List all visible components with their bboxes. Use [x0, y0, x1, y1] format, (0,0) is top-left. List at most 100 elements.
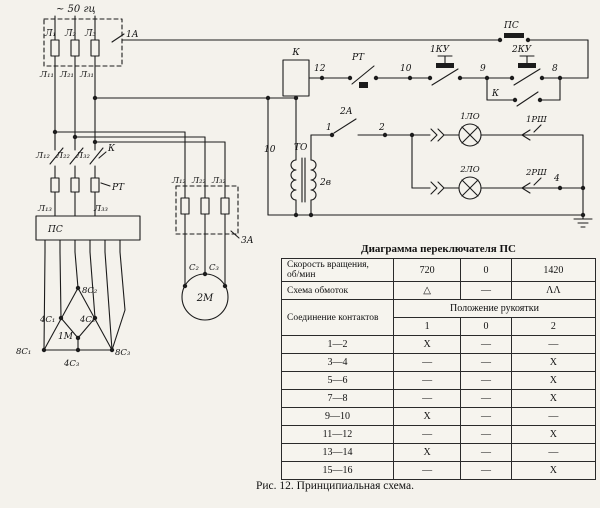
button-1ku-label: 1КУ [430, 45, 451, 55]
ground-symbol [573, 214, 593, 228]
handle-pos-2: 2 [510, 317, 597, 336]
node-2-label: 2 [378, 123, 385, 133]
m2-wire-1: Л₁₂ [171, 176, 187, 186]
m2-terminal-c2: С₂ [189, 263, 200, 273]
control-circuit [92, 33, 589, 216]
ps-contact-label: ПС [503, 21, 519, 31]
table-title: Диаграмма переключателя ПС [361, 243, 516, 255]
value-cell: — [392, 461, 462, 480]
wire-l32-label: Л₃₂ [75, 151, 91, 161]
contacts-header-cell: Соединение контактов [281, 299, 394, 336]
wire-l11-label: Л₁₁ [39, 70, 54, 80]
fuse-l1-label: Л₁ [44, 29, 56, 39]
pair-cell: 7—8 [281, 389, 394, 408]
value-cell: — [510, 443, 597, 462]
thermal-relay-label: РТ [111, 183, 125, 193]
ps-contact-symbol [504, 33, 524, 38]
speed-value-0: 0 [460, 258, 512, 282]
value-cell: Х [392, 407, 462, 426]
value-cell: — [460, 407, 512, 426]
value-cell: — [392, 353, 462, 372]
table-row-contacts-header: Соединение контактов Положение рукоятки [281, 299, 596, 336]
table-row-speed: Скорость вращения, об/мин 720 0 1420 [281, 258, 597, 282]
pair-cell: 11—12 [281, 425, 394, 444]
value-cell: — [460, 443, 512, 462]
lamp-2-label: 2ЛО [459, 165, 480, 175]
handle-pos-0: 0 [460, 317, 512, 336]
switch-diagram-table-block: Диаграмма переключателя ПС Скорость вращ… [281, 243, 597, 480]
plug-2rsh-label: 2РШ [525, 168, 547, 178]
wire-l13-label: Л₁₃ [37, 204, 53, 214]
m2-wire-2: Л₂₂ [191, 176, 207, 186]
scheme-value-delta: △ [392, 281, 462, 300]
value-cell: Х [392, 443, 462, 462]
m1-terminal-8c2: 8С₂ [82, 286, 98, 296]
m1-terminal-8c1: 8С₁ [16, 347, 31, 357]
table-row: 15—16 — — Х [281, 461, 597, 480]
fuse-l3-label: Л₃ [84, 29, 97, 39]
value-cell: — [392, 371, 462, 390]
table-row: 3—4 — — Х [281, 353, 597, 372]
table-row-scheme: Схема обмоток △ — ΛΛ [281, 281, 597, 300]
m1-terminal-8c3: 8С₃ [115, 348, 131, 358]
scheme-value-yy: ΛΛ [510, 281, 597, 300]
motor-1-winding [41, 251, 126, 353]
node-4-label: 4 [553, 174, 560, 184]
plug-1rsh-label: 1РШ [526, 115, 547, 125]
wire-l12-label: Л₁₂ [35, 151, 51, 161]
speed-value-720: 720 [392, 258, 462, 282]
contactor-label: К [107, 144, 116, 154]
value-cell: — [392, 425, 462, 444]
pair-cell: 9—10 [281, 407, 394, 426]
value-cell: Х [392, 335, 462, 354]
node-1-label: 1 [326, 123, 332, 133]
table-row: 5—6 — — Х [281, 371, 597, 390]
aux-contact-label: К [491, 89, 500, 99]
table-row: 9—10 Х — — [281, 407, 597, 426]
scheme-header-cell: Схема обмоток [281, 281, 394, 300]
table-row: 13—14 Х — — [281, 443, 597, 462]
fuse-rating-label: 1А [126, 30, 139, 40]
speed-label-line2: об/мин [287, 270, 316, 280]
transformer-name-label: ТО [294, 143, 308, 153]
value-cell: Х [510, 371, 597, 390]
value-cell: Х [510, 461, 597, 480]
m1-terminal-4c2: 4С₂ [79, 315, 96, 325]
value-cell: Х [510, 425, 597, 444]
value-cell: — [460, 371, 512, 390]
switch-2a-label: 2А [339, 107, 353, 117]
contactor-coil-symbol [282, 59, 310, 97]
transformer-primary-label: 10 [264, 145, 276, 155]
ps-switch-box [35, 215, 141, 253]
value-cell: — [460, 335, 512, 354]
handle-pos-1: 1 [392, 317, 462, 336]
supply-label: ~ 50 гц [56, 4, 96, 15]
ps-switch-label: ПС [47, 225, 63, 235]
value-cell: — [460, 461, 512, 480]
value-cell: — [460, 425, 512, 444]
node-9-label: 9 [480, 64, 486, 74]
coil-label: К [291, 47, 300, 58]
m2-wire-3: Л₃₂ [211, 176, 227, 186]
m2-terminal-c3: С₃ [209, 263, 220, 273]
table-row: 7—8 — — Х [281, 389, 597, 408]
pair-cell: 5—6 [281, 371, 394, 390]
transformer-secondary-label: 2в [319, 178, 331, 188]
value-cell: — [392, 389, 462, 408]
motor-2-symbol [181, 273, 229, 321]
wire-l33-label: Л₃₃ [93, 204, 109, 214]
wire-l31-label: Л₃₁ [79, 70, 94, 80]
m2-fuse-rating: 3А [241, 236, 254, 246]
table-row-handle-positions: 1 0 2 [282, 317, 597, 336]
table-row: 1—2 Х — — [281, 335, 597, 354]
fuse-l2-label: Л₂ [64, 29, 77, 39]
node-8-label: 8 [552, 64, 558, 74]
speed-label-line1: Скорость вращения, [287, 260, 369, 270]
pair-cell: 13—14 [281, 443, 394, 462]
node-12-label: 12 [314, 64, 326, 74]
lamp-circuit [329, 118, 586, 218]
m1-terminal-4c1: 4С₁ [39, 315, 55, 325]
phase-lines [49, 55, 111, 217]
